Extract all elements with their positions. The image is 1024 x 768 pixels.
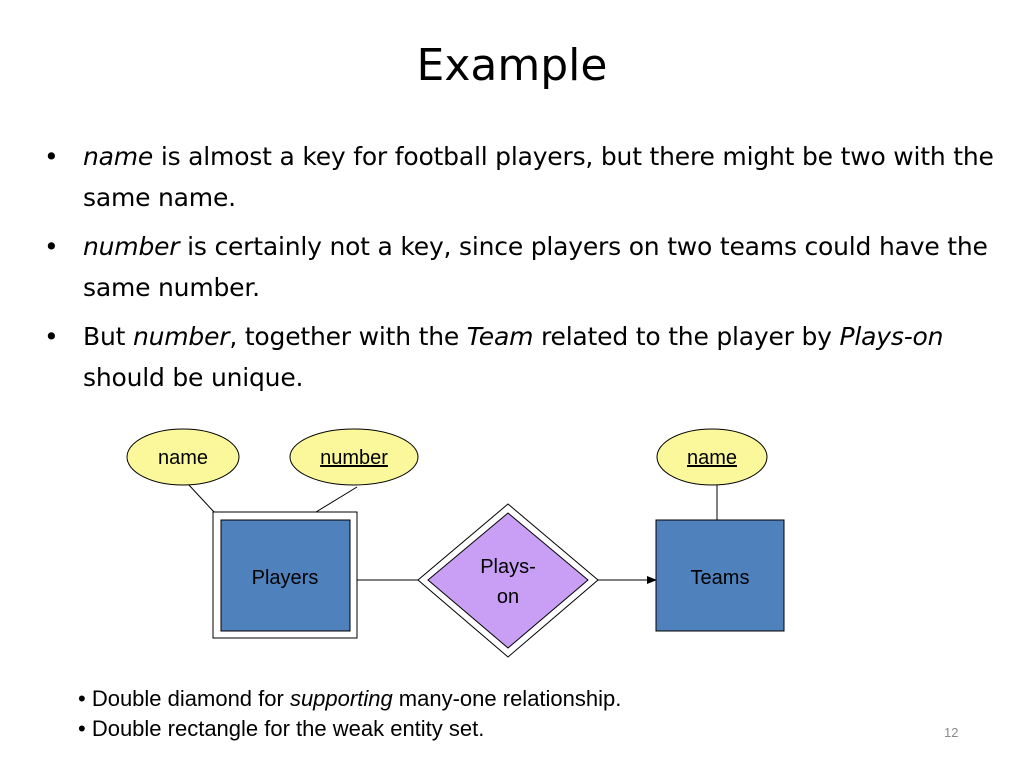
entity-label: Teams	[691, 567, 750, 589]
bullet-text: , together with the	[229, 322, 467, 351]
key-attribute-label: number	[320, 447, 388, 469]
weak-entity-players: Players	[212, 511, 358, 639]
bullet-symbol: •	[44, 322, 59, 351]
notes-list: • Double diamond for supporting many-one…	[78, 684, 621, 744]
bullet-list: • name is almost a key for football playe…	[44, 136, 1014, 406]
attribute-label: name	[158, 447, 208, 469]
note-text: Double diamond for	[85, 686, 290, 711]
attribute-ellipse-player-name: name	[126, 428, 240, 486]
key-attribute-label: name	[687, 447, 737, 469]
relationship-label-line1: Plays-	[480, 556, 536, 578]
note-item: • Double rectangle for the weak entity s…	[78, 714, 621, 744]
bullet-symbol: •	[44, 232, 59, 261]
connector-line	[315, 486, 358, 513]
bullet-symbol: •	[44, 142, 59, 171]
bullet-emphasis: Team	[466, 322, 534, 351]
note-text: Double rectangle for the weak entity set…	[85, 716, 485, 741]
bullet-text: is certainly not a key, since players on…	[83, 232, 988, 302]
entity-label: Players	[252, 567, 319, 589]
bullet-emphasis: number	[132, 322, 230, 351]
attribute-ellipse-team-name: name	[656, 428, 768, 486]
note-bullet: •	[78, 716, 86, 741]
bullet-emphasis: Plays-on	[839, 322, 944, 351]
bullet-text: is almost a key for football players, bu…	[83, 142, 994, 212]
note-bullet: •	[78, 686, 86, 711]
relationship-label-line2: on	[497, 586, 519, 608]
attribute-ellipse-player-number: number	[289, 428, 419, 486]
bullet-text: should be unique.	[83, 363, 304, 392]
bullet-emphasis: number	[83, 232, 180, 261]
slide-title: Example	[416, 40, 608, 91]
note-item: • Double diamond for supporting many-one…	[78, 684, 621, 714]
connector-line	[187, 483, 215, 513]
bullet-item: • name is almost a key for football playe…	[44, 136, 1014, 218]
bullet-item: • number is certainly not a key, since pl…	[44, 226, 1014, 308]
bullet-emphasis: name	[83, 142, 154, 171]
bullet-item: • But number, together with the Team rela…	[44, 316, 1014, 398]
note-text: many-one relationship.	[392, 686, 622, 711]
note-emphasis: supporting	[289, 686, 393, 711]
entity-teams: Teams	[655, 519, 785, 632]
supporting-relationship-plays-on: Plays- on	[417, 503, 599, 658]
bullet-text: But	[83, 322, 133, 351]
bullet-text: related to the player by	[533, 322, 840, 351]
page-number: 12	[944, 725, 959, 740]
